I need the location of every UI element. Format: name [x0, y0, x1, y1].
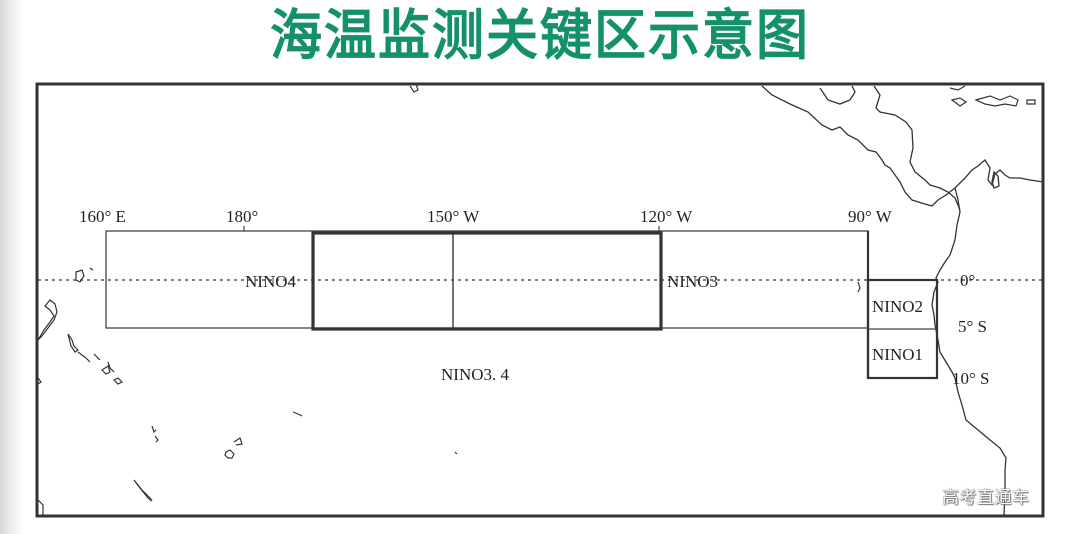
region-label-nino4: NINO4 — [245, 272, 296, 291]
page-edge-shadow — [0, 0, 24, 534]
region-label-nino2: NINO2 — [872, 297, 923, 316]
nino34-box — [311, 231, 663, 331]
lat-label-0: 0° — [960, 271, 975, 290]
map-frame — [35, 82, 1045, 518]
lon-label-90w: 90° W — [848, 207, 893, 226]
region-label-nino3: NINO3 — [667, 272, 718, 291]
lon-label-180: 180° — [226, 207, 258, 226]
lat-label-10s: 10° S — [952, 369, 990, 388]
region-label-nino1: NINO1 — [872, 345, 923, 364]
caribbean-islands — [949, 85, 1036, 107]
lon-label-150w: 150° W — [427, 207, 480, 226]
map-title: 海温监测关键区示意图 — [269, 3, 810, 68]
lon-label-160e: 160° E — [79, 207, 126, 226]
island-top — [409, 83, 419, 93]
region-label-nino34: NINO3. 4 — [441, 365, 509, 384]
western-pacific-islands — [37, 267, 861, 515]
lat-label-5s: 5° S — [958, 317, 987, 336]
lon-label-120w: 120° W — [640, 207, 693, 226]
watermark: 高考直通车 — [942, 488, 1030, 508]
title-bar: 海温监测关键区示意图 — [0, 0, 1080, 72]
